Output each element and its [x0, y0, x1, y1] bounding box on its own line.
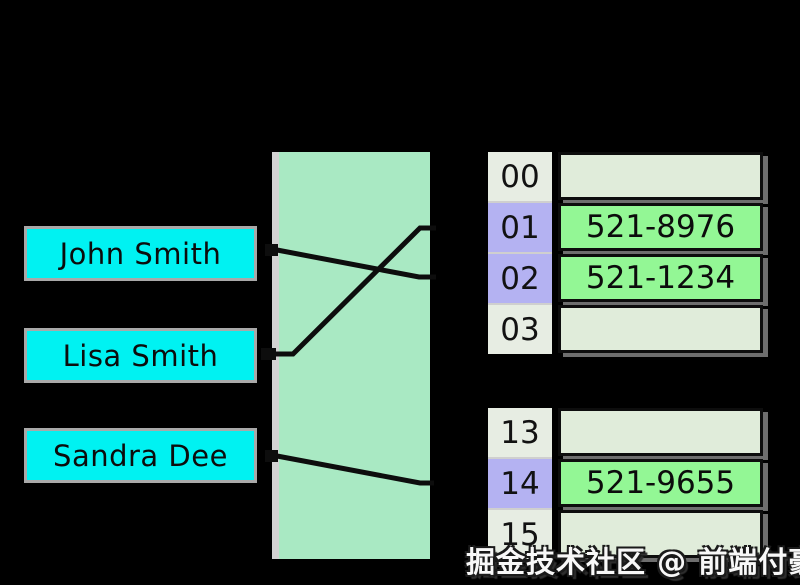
key-label: Sandra Dee	[53, 438, 228, 473]
bucket-value-03	[558, 305, 763, 353]
bucket-index-01: 01	[488, 203, 552, 252]
key-box-lisa-smith: Lisa Smith	[24, 328, 257, 383]
bucket-index-02: 02	[488, 254, 552, 303]
bucket-index-column-top: 00 01 02 03	[488, 152, 552, 354]
bucket-index-column-bottom: 13 14 15	[488, 408, 552, 559]
hash-function-box	[272, 152, 430, 559]
bucket-index-03: 03	[488, 305, 552, 354]
key-label: Lisa Smith	[62, 338, 219, 373]
key-box-sandra-dee: Sandra Dee	[24, 428, 257, 483]
watermark-text: 掘金技术社区 @ 前端付豪军	[466, 545, 800, 579]
bucket-value-00	[558, 152, 763, 200]
bucket-index-13: 13	[488, 408, 552, 457]
bucket-index-15: 15	[488, 510, 552, 559]
bucket-index-00: 00	[488, 152, 552, 201]
bucket-value-01: 521-8976	[558, 203, 763, 251]
bucket-value-15	[558, 510, 763, 558]
key-box-john-smith: John Smith	[24, 226, 257, 281]
bucket-value-13	[558, 408, 763, 456]
bucket-value-14: 521-9655	[558, 459, 763, 507]
bucket-value-02: 521-1234	[558, 254, 763, 302]
bucket-index-14: 14	[488, 459, 552, 508]
key-label: John Smith	[59, 236, 222, 271]
